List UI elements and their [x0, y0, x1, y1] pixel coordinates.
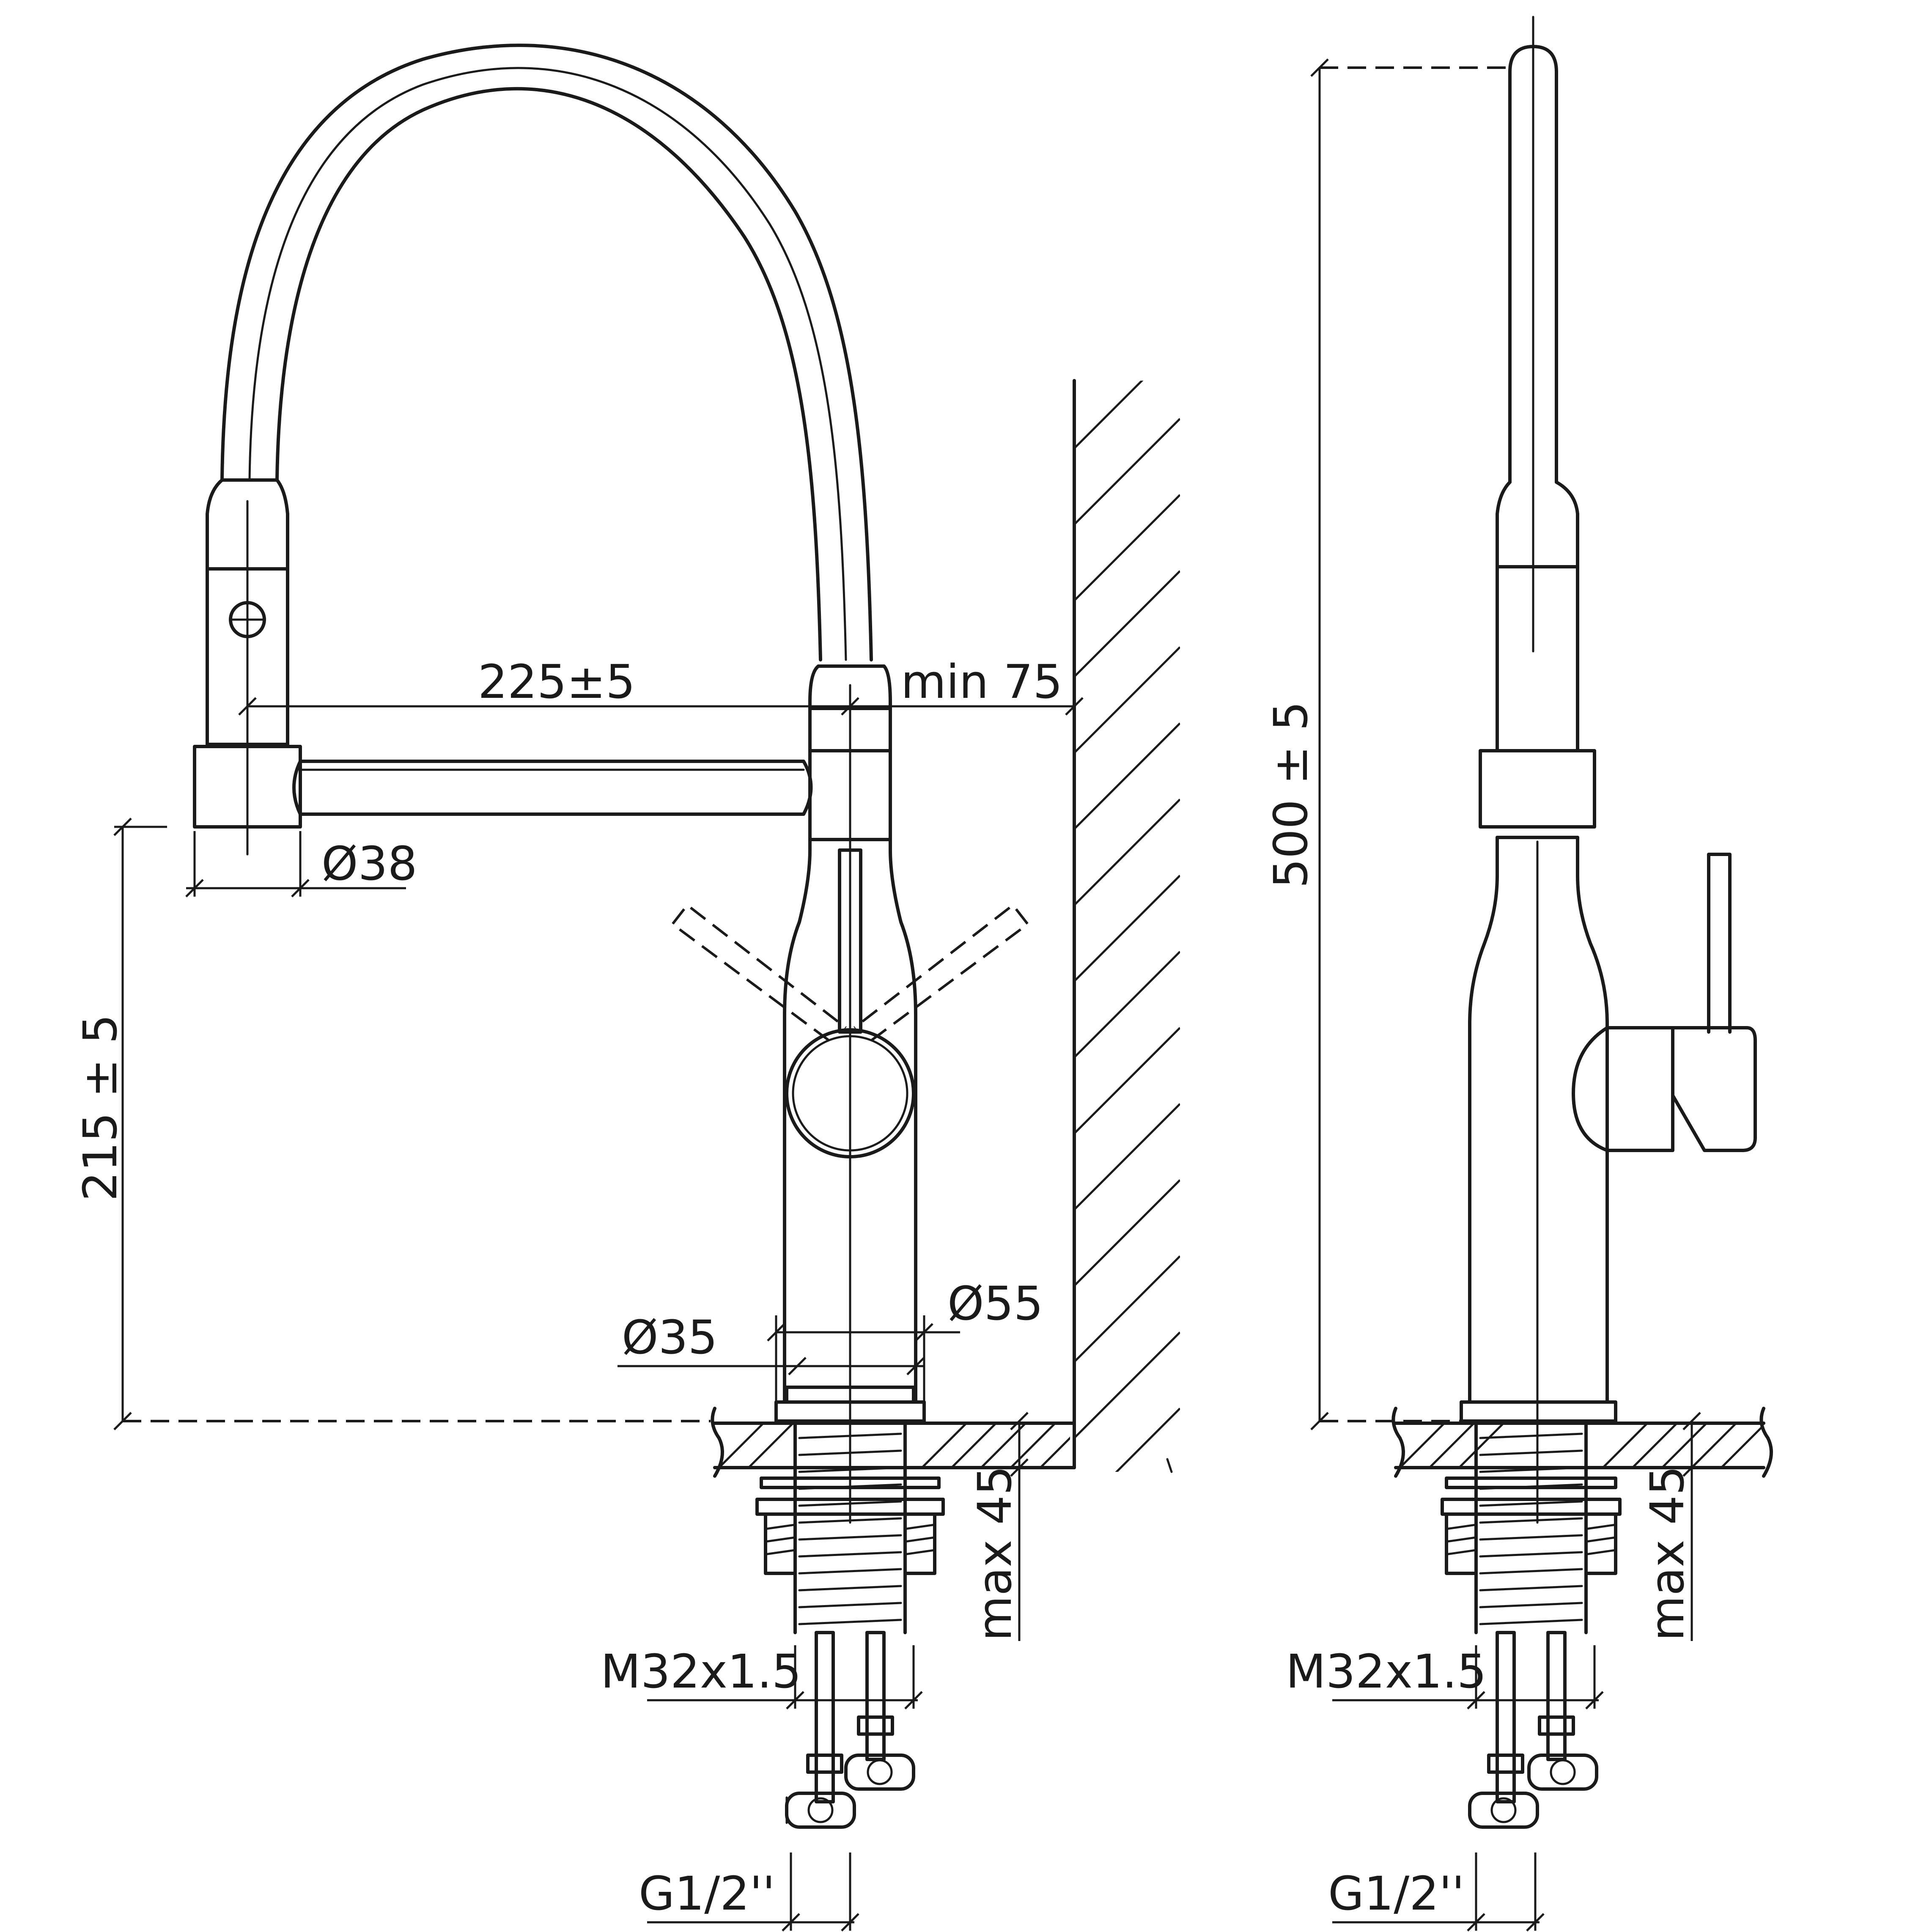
countertop-front: [711, 1407, 1076, 1478]
dim-body-base-diameter: Ø35 Ø55: [617, 1276, 1043, 1404]
dim-max-thickness-front: max 45: [968, 1412, 1029, 1641]
body-diameter-label: Ø35: [622, 1310, 718, 1364]
mounting-assembly-front: [755, 1422, 945, 1829]
dim-connection-thread-front: G1/2'': [639, 1852, 859, 1932]
max-thickness-side-label: max 45: [1640, 1465, 1694, 1641]
faucet-body-side: [1460, 836, 1617, 1524]
dim-spout-reach: 225±5 min 75: [238, 655, 1084, 716]
max-thickness-front-label: max 45: [968, 1465, 1022, 1641]
countertop-side: [1391, 1407, 1773, 1478]
dim-connection-thread-side: G1/2'': [1328, 1852, 1545, 1932]
dim-max-thickness-side: max 45: [1640, 1412, 1701, 1641]
connection-thread-front-label: G1/2'': [639, 1866, 775, 1921]
spout-arc: [220, 44, 873, 661]
shank-thread-side-label: M32x1.5: [1286, 1644, 1487, 1699]
faucet-body-front: [774, 664, 926, 1524]
spout-height-label: 215 ± 5: [73, 1014, 127, 1201]
side-view: 500 ± 5 max 45 M32x1.5 G1/2'': [1264, 16, 1773, 1932]
lever-side: [1572, 853, 1757, 1152]
total-height-label: 500 ± 5: [1264, 701, 1318, 888]
spray-head-side: [1479, 480, 1596, 829]
outlet-diameter-label: Ø38: [321, 837, 417, 891]
front-view: 225±5 min 75 Ø38 215 ± 5: [73, 44, 1180, 1932]
wall-clearance-label: min 75: [901, 655, 1062, 709]
dim-shank-thread-side: M32x1.5: [1286, 1644, 1604, 1710]
spout-tube-side: [1508, 16, 1558, 653]
spout-outlet-bar: [193, 745, 813, 829]
dim-total-height: 500 ± 5: [1264, 58, 1506, 1430]
spray-head: [206, 478, 289, 856]
wall-hatched: [1073, 379, 1180, 1473]
mounting-assembly-side: [1441, 1422, 1622, 1829]
dim-spout-height: 215 ± 5: [73, 818, 711, 1430]
shank-thread-front-label: M32x1.5: [601, 1644, 801, 1699]
connection-thread-side-label: G1/2'': [1328, 1866, 1465, 1921]
spout-reach-label: 225±5: [478, 655, 635, 709]
dim-shank-thread-front: M32x1.5: [601, 1644, 923, 1710]
dim-outlet-diameter: Ø38: [185, 831, 417, 897]
lever-alternate-positions: [670, 903, 1030, 1042]
base-diameter-label: Ø55: [947, 1276, 1043, 1331]
